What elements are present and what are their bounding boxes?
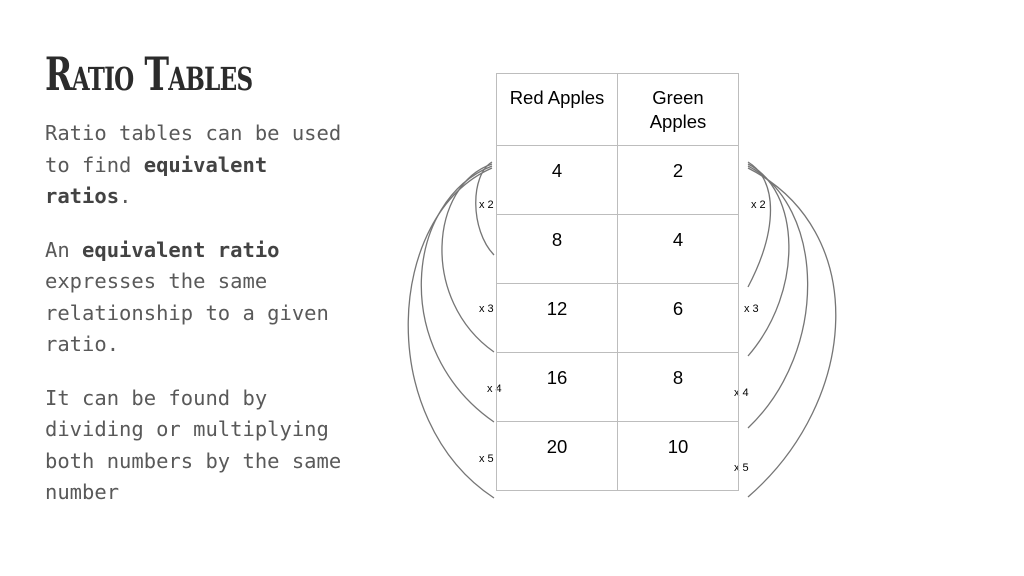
slide-body: Ratio tables can be used to find equival… [45, 118, 345, 531]
table-cell: 8 [617, 352, 739, 422]
right-multiplier-2: x 3 [744, 303, 759, 315]
right-arc-x2 [747, 161, 772, 288]
left-multiplier-2: x 3 [479, 303, 494, 315]
left-arc-x5 [407, 167, 495, 499]
table-header-row: Red Apples Green Apples [496, 73, 739, 146]
paragraph-1-text: Ratio tables can be used to find [45, 121, 342, 177]
table-cell: 8 [496, 214, 618, 284]
table-row: 20 10 [496, 421, 739, 491]
left-arc-x3 [441, 163, 495, 353]
table-cell: 16 [496, 352, 618, 422]
left-arc-x4 [420, 165, 495, 423]
table-cell: 10 [617, 421, 739, 491]
left-multiplier-4: x 5 [479, 453, 494, 465]
paragraph-1-end: . [119, 184, 132, 208]
paragraph-2-start: An [45, 237, 83, 262]
ratio-table: Red Apples Green Apples 4 2 8 4 12 6 16 … [496, 73, 739, 491]
table-row: 4 2 [496, 145, 739, 215]
table-row: 12 6 [496, 283, 739, 353]
paragraph-2-text: expresses the same relationship to a giv… [45, 269, 329, 356]
slide-title: Ratio Tables [45, 47, 253, 101]
paragraph-2-bold: equivalent ratio [82, 237, 280, 262]
left-multiplier-1: x 2 [479, 199, 494, 211]
right-multiplier-1: x 2 [751, 199, 766, 211]
header-green-apples: Green Apples [617, 73, 739, 146]
table-row: 8 4 [496, 214, 739, 284]
right-arc-x3 [747, 163, 790, 357]
paragraph-2: An equivalent ratio expresses the same r… [45, 235, 345, 361]
paragraph-1: Ratio tables can be used to find equival… [45, 118, 345, 213]
header-red-apples: Red Apples [496, 73, 618, 146]
right-arc-x4 [747, 165, 809, 429]
table-cell: 4 [617, 214, 739, 284]
paragraph-3: It can be found by dividing or multiplyi… [45, 385, 342, 505]
table-row: 16 8 [496, 352, 739, 422]
table-cell: 12 [496, 283, 618, 353]
table-cell: 6 [617, 283, 739, 353]
table-cell: 4 [496, 145, 618, 215]
paragraph-1-bold: equivalent ratios [45, 152, 268, 209]
table-cell: 20 [496, 421, 618, 491]
table-cell: 2 [617, 145, 739, 215]
left-arc-x2 [475, 161, 495, 256]
right-arc-x5 [747, 167, 837, 498]
